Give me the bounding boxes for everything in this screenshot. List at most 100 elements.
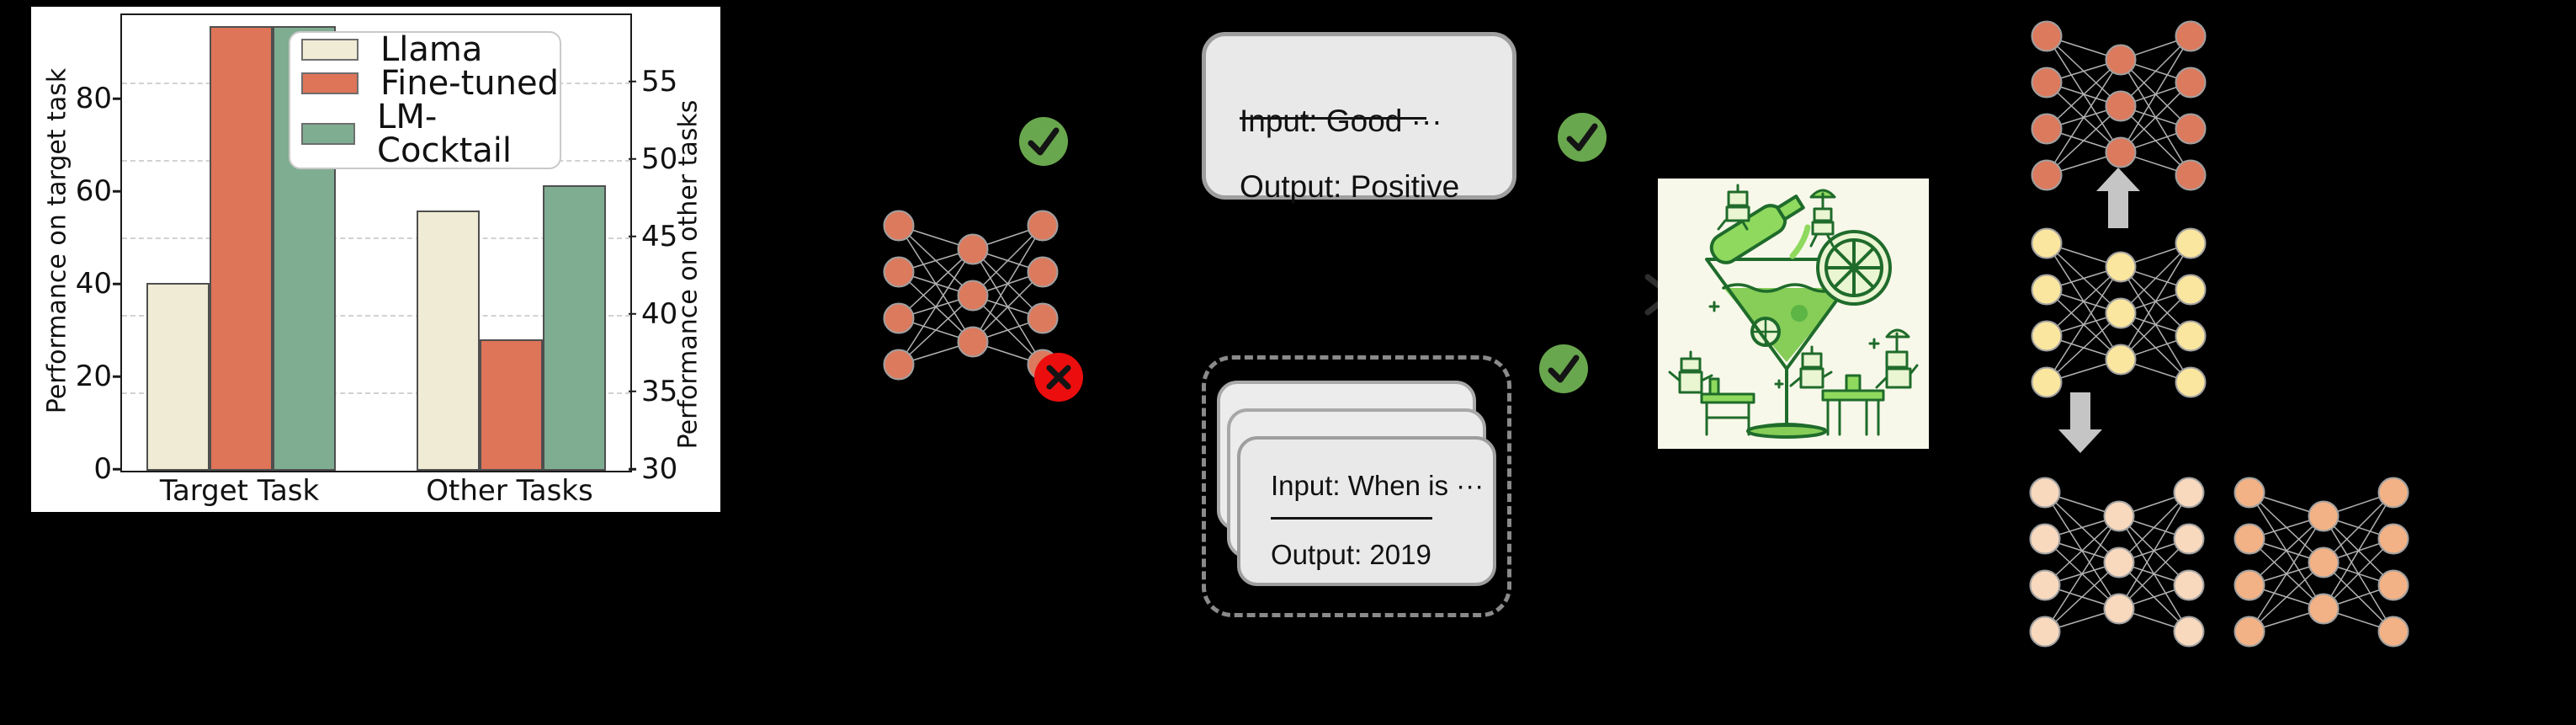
network-node: [957, 233, 989, 265]
legend-row: Fine-tuned: [290, 67, 560, 100]
network-node: [2031, 227, 2063, 259]
card-output-text: Output: 2019: [1271, 539, 1431, 570]
network-node: [1027, 210, 1059, 242]
right-axis-tick-label: 55: [641, 64, 678, 99]
network-node: [2175, 67, 2207, 99]
network-node: [2031, 20, 2063, 52]
card-input-text: Input: When is ···: [1271, 470, 1485, 501]
right-axis-tick: [629, 467, 636, 471]
bar-fine-tuned: [480, 339, 543, 471]
network-node: [2233, 569, 2265, 601]
network-node: [957, 326, 989, 358]
network-finetuned-model-top-right: [2031, 20, 2207, 191]
right-axis-tick-label: 50: [641, 141, 678, 176]
network-node: [2031, 67, 2063, 99]
network-node: [2031, 366, 2063, 398]
check-icon: [1558, 113, 1607, 162]
left-axis-tick: [113, 97, 120, 100]
network-node: [2173, 523, 2205, 555]
network-node: [2029, 477, 2061, 509]
check-icon: [1019, 117, 1068, 166]
gridline: [122, 392, 630, 394]
bar-lm-cocktail: [543, 185, 606, 471]
arrow-up-icon: [2096, 168, 2140, 228]
network-node: [1027, 302, 1059, 334]
x-category-label: Other Tasks: [426, 474, 593, 508]
network-node: [2308, 593, 2340, 625]
network-node: [883, 210, 915, 242]
left-axis-tick: [113, 282, 120, 285]
other-task-example-card: Input: When is ··· Output: 2019: [1237, 436, 1496, 586]
training-example-card: Input: Good ··· Output: Positive: [1202, 32, 1516, 204]
network-node: [2103, 593, 2135, 625]
network-node: [2029, 569, 2061, 601]
card-input-text: Input: Good ···: [1240, 104, 1442, 138]
network-node: [883, 349, 915, 381]
network-node: [2173, 477, 2205, 509]
network-node: [2173, 616, 2205, 648]
legend-swatch: [301, 72, 359, 94]
network-merged-model-bottom-b: [2233, 477, 2409, 648]
network-node: [2103, 546, 2135, 578]
network-node: [2105, 251, 2137, 283]
network-node: [883, 302, 915, 334]
legend-label: Fine-tuned: [380, 64, 559, 103]
performance-chart: Performance on target task Performance o…: [31, 7, 720, 512]
left-axis-tick: [113, 467, 120, 471]
example-set-dashed-box: [1202, 355, 1511, 617]
legend-swatch: [301, 39, 359, 61]
network-node: [957, 280, 989, 312]
legend-label: LM-Cocktail: [377, 98, 513, 170]
network-node: [2029, 523, 2061, 555]
network-node: [2377, 523, 2409, 555]
bar-llama: [146, 283, 210, 471]
network-node: [2377, 477, 2409, 509]
legend-row: LM-Cocktail: [290, 100, 560, 168]
legend-label: Llama: [380, 30, 483, 69]
left-axis-tick: [113, 375, 120, 378]
network-node: [2175, 227, 2207, 259]
right-axis-tick: [629, 80, 636, 83]
network-node: [2173, 569, 2205, 601]
right-axis-tick: [629, 157, 636, 161]
legend-swatch: [301, 123, 356, 145]
legend-row: Llama: [290, 33, 560, 67]
right-axis-tick-label: 30: [641, 452, 678, 486]
network-node: [2175, 366, 2207, 398]
network-node: [2103, 500, 2135, 532]
arrow-down-icon: [2058, 392, 2102, 453]
right-axis-tick-label: 40: [641, 296, 678, 331]
bar-llama: [417, 210, 480, 471]
network-node: [2031, 113, 2063, 145]
network-node: [2175, 113, 2207, 145]
left-axis-tick-label: 20: [75, 360, 112, 394]
network-node: [2105, 44, 2137, 76]
network-node: [2105, 90, 2137, 122]
left-axis-tick: [113, 189, 120, 193]
network-node: [2031, 159, 2063, 191]
gridline: [122, 237, 630, 239]
network-base-model-middle-right: [2031, 227, 2207, 398]
cocktail-illustration: [1658, 179, 1929, 449]
bar-fine-tuned: [210, 26, 273, 471]
right-axis-tick: [629, 235, 636, 238]
network-node: [2105, 297, 2137, 329]
network-node: [2175, 159, 2207, 191]
card-output-text: Output: Positive: [1240, 169, 1460, 204]
network-finetuned-model-left: [883, 210, 1059, 381]
right-axis-tick-label: 35: [641, 374, 678, 408]
x-category-label: Target Task: [159, 474, 320, 508]
network-node: [2233, 523, 2265, 555]
right-axis-tick: [629, 390, 636, 393]
network-node: [2377, 569, 2409, 601]
network-node: [2175, 20, 2207, 52]
network-node: [2031, 274, 2063, 306]
network-node: [2377, 616, 2409, 648]
network-merged-model-bottom-a: [2029, 477, 2205, 648]
network-node: [1027, 256, 1059, 288]
network-node: [2233, 616, 2265, 648]
network-node: [2308, 500, 2340, 532]
left-axis-tick-label: 60: [75, 174, 112, 209]
